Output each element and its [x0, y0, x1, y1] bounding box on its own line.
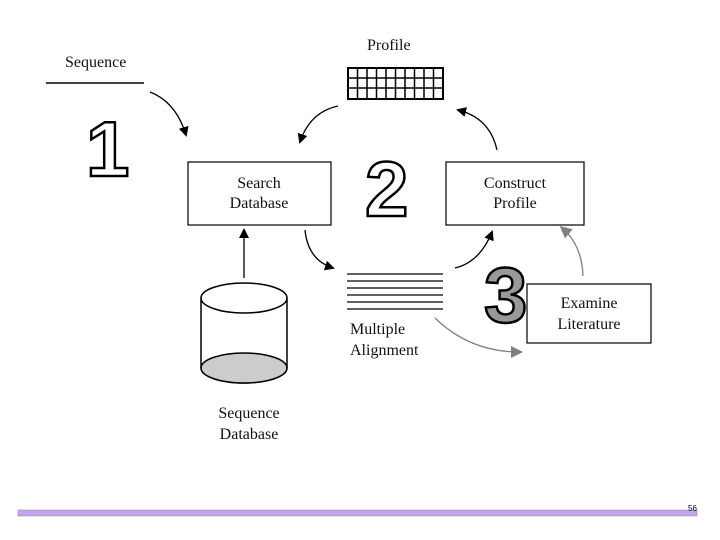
- step-number-3: 3: [484, 251, 527, 339]
- arrow-literature-to-construct: [559, 226, 584, 277]
- construct-profile-box: Construct Profile: [445, 161, 585, 226]
- step-number-1: 1: [86, 105, 129, 193]
- construct-profile-line2: Profile: [493, 195, 537, 212]
- search-database-line1: Search: [237, 175, 281, 192]
- multiple-alignment-line1: Multiple: [350, 321, 405, 338]
- step-number-2: 2: [365, 145, 408, 233]
- construct-profile-line1: Construct: [484, 175, 547, 192]
- profile-grid-icon: [347, 67, 444, 100]
- footer-bar: [17, 509, 698, 517]
- sequence-label: Sequence: [65, 54, 126, 71]
- arrow-construct-to-profile: [456, 107, 498, 151]
- multiple-alignment-icon: [347, 273, 443, 310]
- arrow-search-to-alignment: [304, 229, 335, 271]
- search-database-line2: Database: [230, 195, 289, 212]
- examine-literature-line2: Literature: [557, 316, 620, 333]
- examine-literature-line1: Examine: [561, 295, 618, 312]
- arrow-sequence-to-search: [149, 91, 189, 137]
- profile-label: Profile: [367, 37, 411, 54]
- sequence-database-line1: Sequence: [218, 405, 279, 422]
- sequence-database-cylinder-icon: [200, 282, 288, 384]
- sequence-database-line2: Database: [220, 426, 279, 443]
- arrow-alignment-to-construct: [454, 230, 494, 269]
- arrow-profile-to-search: [297, 105, 339, 144]
- examine-literature-box: Examine Literature: [526, 283, 652, 344]
- page-number: 56: [688, 504, 697, 513]
- multiple-alignment-line2: Alignment: [350, 342, 419, 359]
- arrow-alignment-to-literature: [434, 317, 523, 358]
- search-database-box: Search Database: [187, 161, 332, 226]
